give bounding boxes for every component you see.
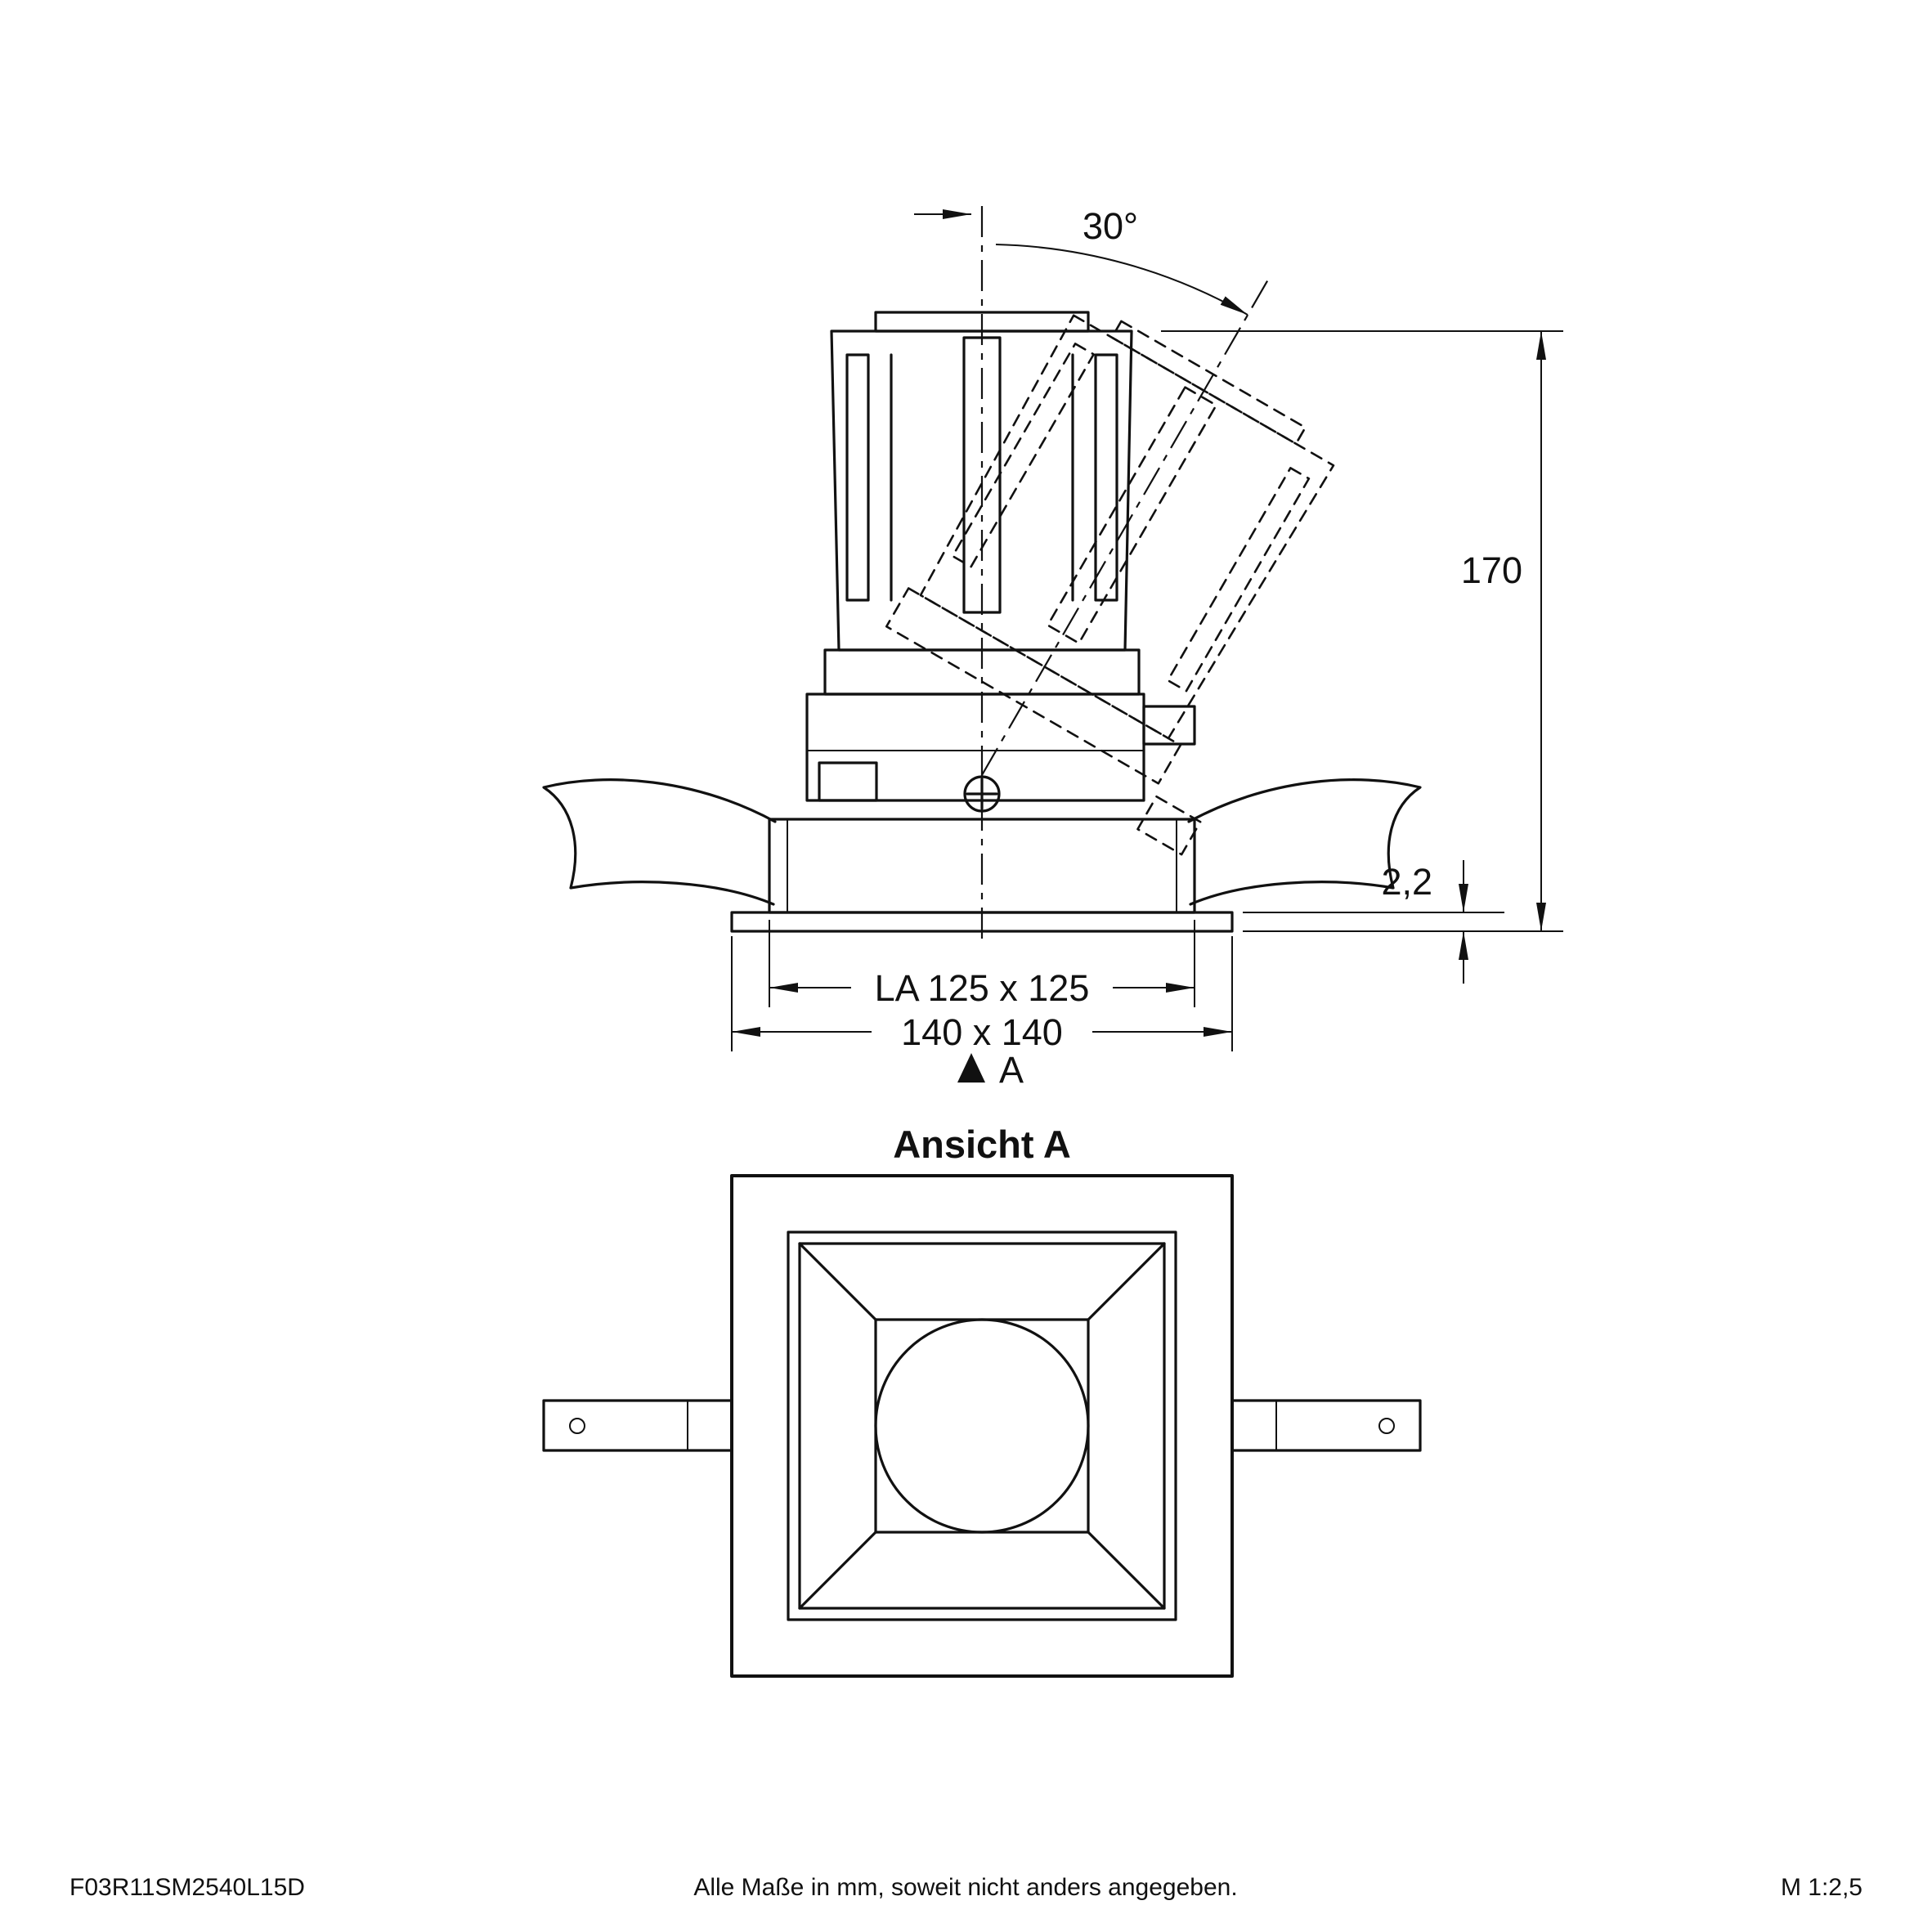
tilt-axis — [981, 279, 1269, 776]
footer: F03R11SM2540L15D Alle Maße in mm, soweit… — [69, 1874, 1863, 1901]
overall-dimension-label: 140 x 140 — [901, 1011, 1063, 1053]
front-miter-top-left — [798, 1242, 877, 1321]
view-arrow-label: A — [999, 1049, 1024, 1091]
dimension-140: 140 x 140 — [731, 936, 1233, 1053]
trim-flange — [730, 911, 1234, 933]
dim-la-label-mask — [851, 967, 1113, 1008]
front-miter-bottom-left — [798, 1531, 877, 1610]
angle-annotation: 30° — [914, 205, 1248, 316]
angle-arc — [995, 244, 1248, 316]
dimension-170: 170 — [1161, 330, 1563, 932]
cutout-dimension-label: LA 125 x 125 — [875, 967, 1090, 1009]
view-direction-arrow-icon — [957, 1053, 985, 1083]
ghost-slot-left — [951, 343, 1095, 568]
cup-slot-left — [845, 353, 870, 602]
front-miter-bottom-right — [1087, 1531, 1166, 1610]
cup-slot-center — [962, 336, 1002, 614]
thickness-dimension-label: 2,2 — [1381, 861, 1432, 903]
screw-head — [963, 775, 1001, 813]
footer-scale: M 1:2,5 — [1781, 1874, 1863, 1901]
ghost-bracket-arm — [1136, 795, 1202, 856]
spring-clip-right — [1187, 778, 1422, 906]
footer-article-number: F03R11SM2540L15D — [69, 1874, 305, 1901]
gimbal-terminal-box — [818, 761, 878, 802]
view-title: Ansicht A — [893, 1123, 1071, 1166]
front-miter-top-right — [1087, 1242, 1166, 1321]
dimension-2-2: 2,2 — [1243, 860, 1504, 984]
tilted-body-ghost — [885, 314, 1335, 856]
front-view: Ansicht A — [542, 1123, 1422, 1678]
angle-label: 30° — [1083, 205, 1138, 247]
front-view-geometry — [542, 1174, 1422, 1678]
bracket-left — [542, 1399, 733, 1452]
front-bezel-inner — [798, 1242, 1166, 1610]
ghost-top-rim — [1110, 320, 1307, 446]
bracket-right-body — [1230, 1399, 1422, 1452]
cup-slot-right — [1094, 353, 1118, 602]
ghost-collar — [885, 587, 1182, 785]
footer-note: Alle Maße in mm, soweit nicht anders ang… — [693, 1874, 1237, 1901]
bracket-left-hole — [569, 1418, 585, 1434]
dimension-la: LA 125 x 125 — [769, 920, 1195, 1009]
height-dimension-label: 170 — [1461, 549, 1522, 591]
gimbal-housing — [805, 693, 1145, 802]
bracket-right-hole — [1378, 1418, 1395, 1434]
front-bezel-outer — [787, 1230, 1177, 1621]
spring-clip-left — [542, 778, 777, 906]
bracket-right — [1230, 1399, 1422, 1452]
side-view: 30° 170 2,2 LA 125 x 125 — [542, 205, 1563, 1091]
dim-140-label-mask — [872, 1012, 1092, 1051]
front-lens-circle — [874, 1318, 1090, 1534]
bracket-arm — [1142, 705, 1196, 746]
screw-icon — [963, 775, 1001, 813]
view-direction-marker: A — [957, 1049, 1024, 1091]
ghost-slot-right — [1167, 467, 1311, 693]
luminaire-body — [542, 311, 1422, 933]
bracket-left-body — [542, 1399, 733, 1452]
